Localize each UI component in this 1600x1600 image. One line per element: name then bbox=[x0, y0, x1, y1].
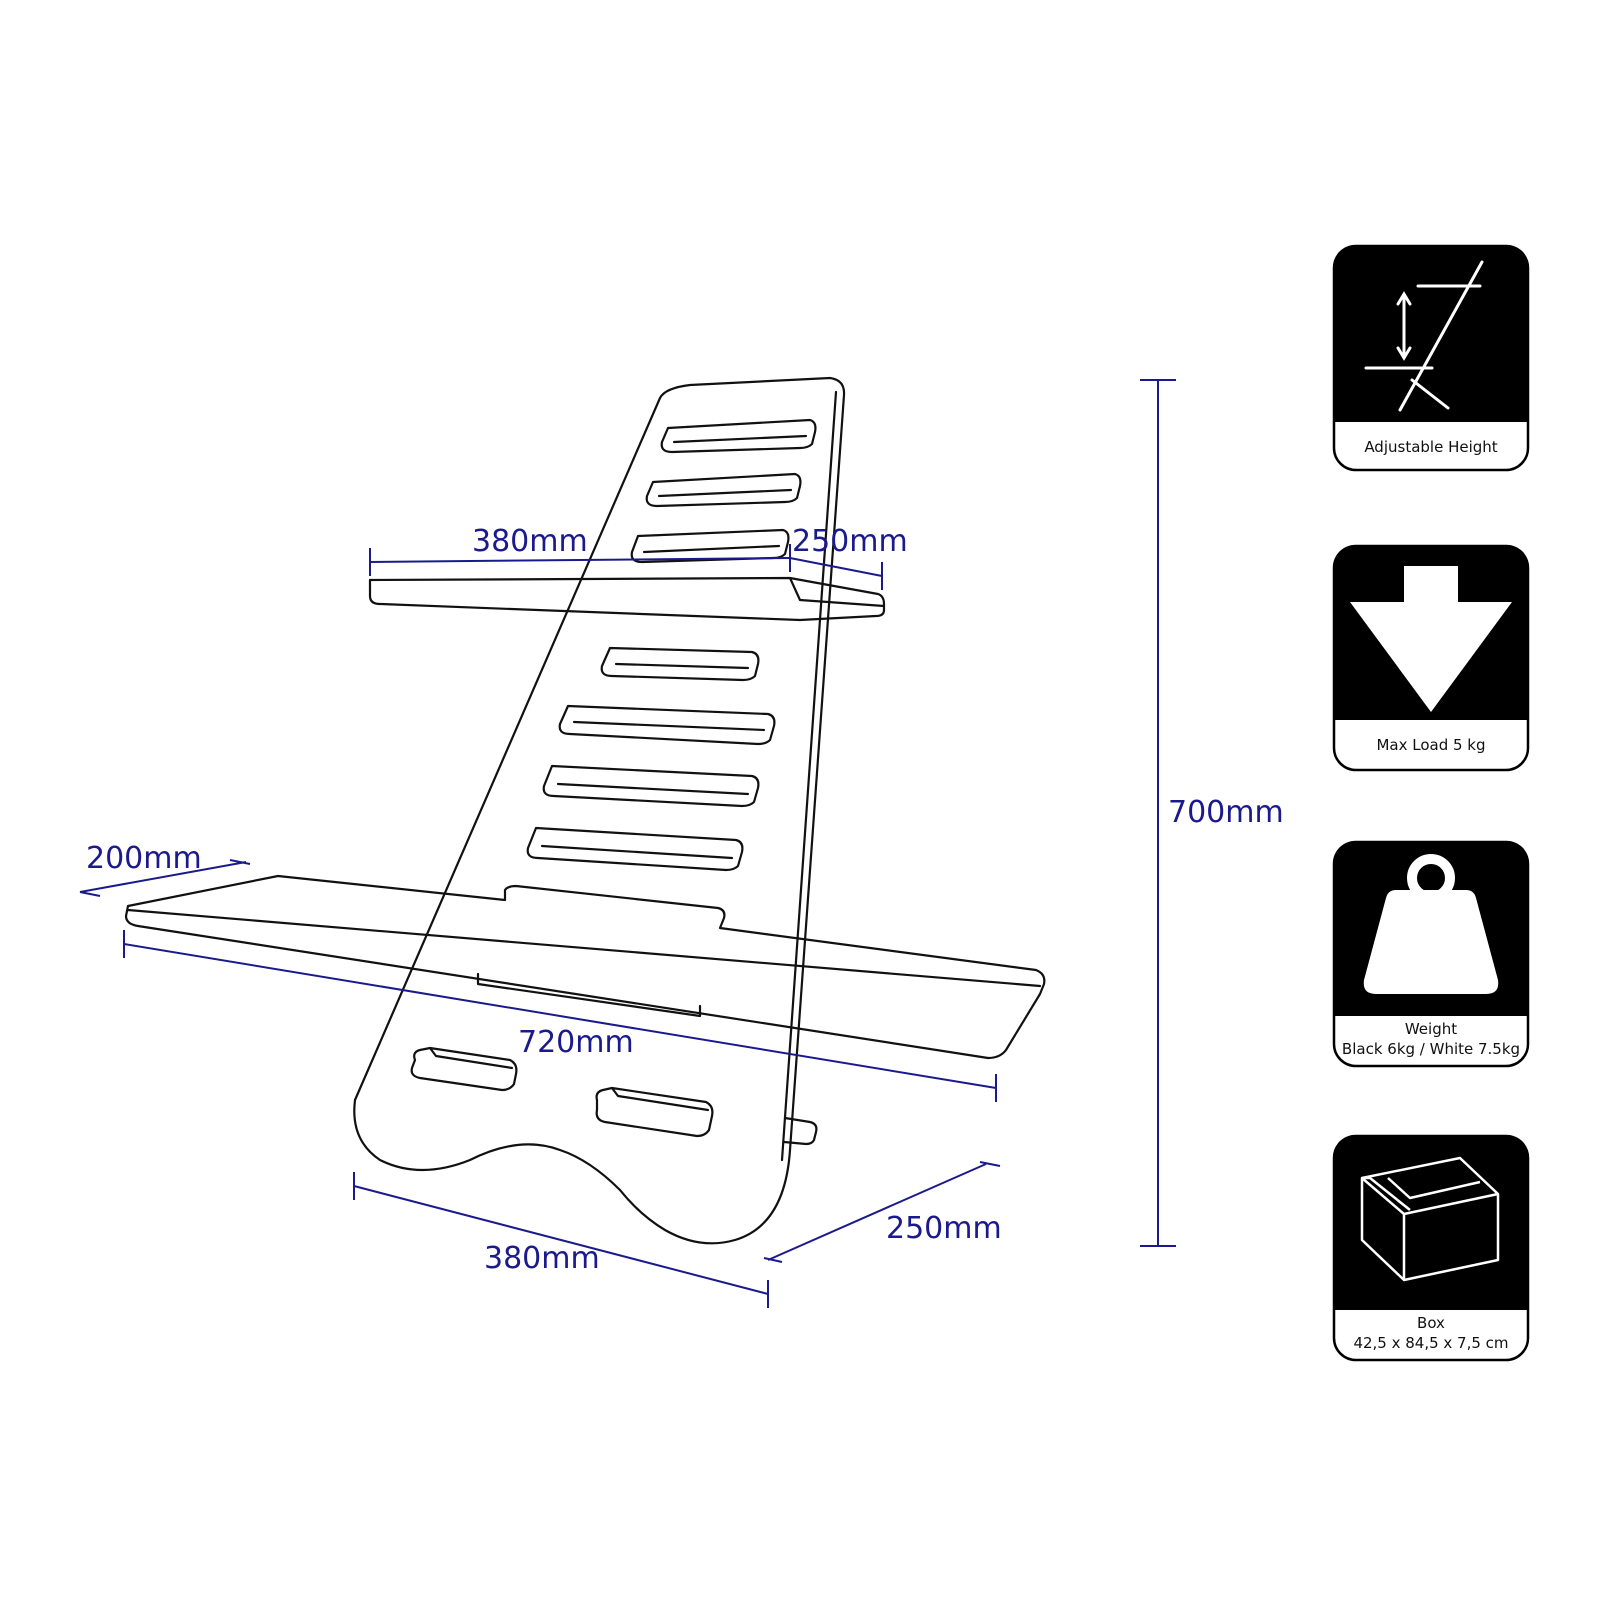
label-tray-width: 720mm bbox=[518, 1025, 634, 1060]
top-shelf bbox=[368, 576, 886, 622]
feature-card-max-load: Max Load 5 kg bbox=[1332, 544, 1530, 772]
card-label-line: Max Load 5 kg bbox=[1376, 736, 1485, 754]
adjustable-height-icon bbox=[1364, 260, 1484, 412]
feature-card-adjustable-height: Adjustable Height bbox=[1332, 244, 1530, 472]
label-total-height: 700mm bbox=[1168, 795, 1284, 830]
feature-card-weight: Weight Black 6kg / White 7.5kg bbox=[1332, 840, 1530, 1068]
board-side-edge bbox=[780, 390, 838, 1162]
down-arrow-icon bbox=[1350, 566, 1512, 712]
dimension-lines bbox=[79, 379, 1176, 1308]
slot bbox=[542, 764, 760, 808]
board-outline bbox=[353, 376, 846, 1245]
tray-underside bbox=[476, 972, 702, 1018]
foot-left bbox=[410, 1046, 518, 1092]
label-top-shelf-width: 380mm bbox=[472, 524, 588, 559]
slot bbox=[630, 528, 790, 564]
stand-drawing bbox=[124, 376, 1046, 1245]
label-tray-depth: 200mm bbox=[86, 841, 202, 876]
label-base-width: 380mm bbox=[484, 1241, 600, 1276]
foot-right bbox=[595, 1086, 714, 1138]
box-icon bbox=[1360, 1156, 1500, 1282]
feature-card-box: Box 42,5 x 84,5 x 7,5 cm bbox=[1332, 1134, 1530, 1362]
label-base-depth: 250mm bbox=[886, 1211, 1002, 1246]
slot bbox=[526, 826, 744, 872]
back-stop bbox=[782, 1116, 818, 1146]
card-label-line: Adjustable Height bbox=[1364, 438, 1497, 456]
keyboard-tray bbox=[124, 874, 1046, 1060]
weight-icon bbox=[1363, 854, 1499, 994]
card-label-line: Weight bbox=[1405, 1020, 1457, 1038]
slot bbox=[645, 472, 802, 508]
slot bbox=[558, 704, 776, 746]
card-label-line: 42,5 x 84,5 x 7,5 cm bbox=[1353, 1334, 1508, 1352]
card-label-line: Box bbox=[1417, 1314, 1445, 1332]
slot bbox=[660, 418, 817, 454]
label-top-shelf-depth: 250mm bbox=[792, 524, 908, 559]
card-label-line: Black 6kg / White 7.5kg bbox=[1342, 1040, 1520, 1058]
slot bbox=[600, 646, 760, 682]
